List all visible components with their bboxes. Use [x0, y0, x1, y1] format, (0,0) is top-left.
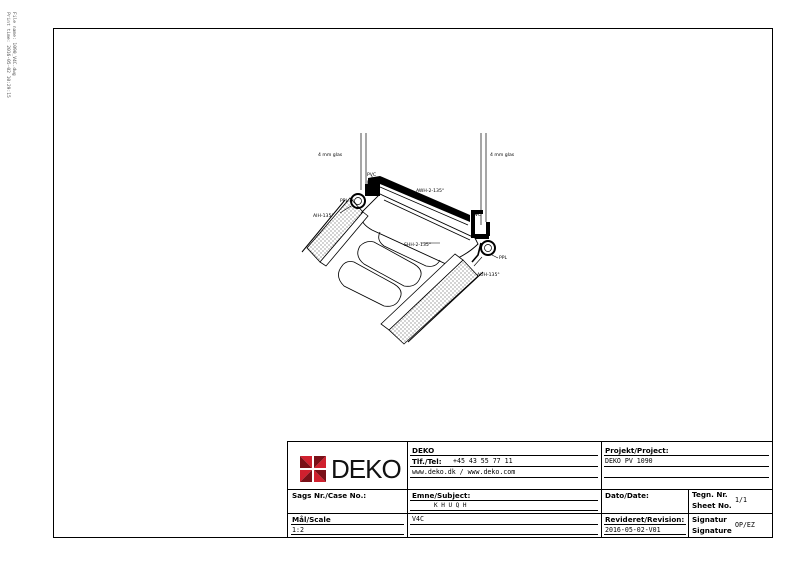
label-ppl-right: PPL	[499, 255, 508, 261]
label-pvc-right: PVC	[472, 212, 481, 218]
tb-rule	[291, 524, 404, 525]
panel-slots	[338, 231, 441, 307]
tb-divider	[601, 442, 602, 538]
deko-logo-icon	[300, 456, 326, 482]
case-label: Sags Nr./Case No.:	[292, 491, 367, 500]
logo-wordmark: DEKO	[331, 454, 402, 484]
label-awh: AWH-2-135°	[416, 188, 444, 194]
subject-value: K H U Q H	[434, 502, 467, 509]
leader-lines	[339, 176, 499, 267]
revision-value: 2016-05-02-V01	[605, 526, 661, 534]
tb-rule	[410, 455, 598, 456]
label-auh: AUH-135°	[477, 272, 500, 278]
date-label: Dato/Date:	[605, 491, 649, 500]
label-ppl-left: PPL	[340, 198, 349, 204]
label-shh: SHH-2-135°	[404, 242, 431, 248]
signature-label-1: Signatur	[692, 515, 727, 524]
project-label: Projekt/Project:	[605, 446, 669, 455]
tb-rule	[410, 524, 598, 525]
sheet-label-2: Sheet No.	[692, 501, 732, 510]
label-glass-left: 4 mm glas	[318, 152, 343, 158]
tb-divider	[288, 489, 772, 490]
tb-rule	[410, 510, 598, 511]
tb-rule	[604, 524, 686, 525]
panel-right	[380, 253, 484, 345]
panel-left	[301, 197, 369, 267]
sheet-label-1: Tegn. Nr.	[692, 490, 728, 499]
profile-awh	[365, 176, 470, 226]
phone-label: Tlf./Tel:	[412, 457, 442, 466]
glass-left	[360, 133, 367, 190]
deko-logo: DEKO	[298, 454, 410, 484]
tb-rule	[604, 455, 769, 456]
glass-right	[480, 133, 487, 225]
subject-label: Emne/Subject:	[412, 491, 471, 500]
signature-label-2: Signature	[692, 526, 732, 535]
scale-label: Mål/Scale	[292, 515, 331, 524]
tb-divider	[288, 513, 772, 514]
tb-rule	[604, 534, 686, 535]
label-pvc-left: PVC	[367, 172, 376, 178]
label-glass-right: 4 mm glas	[490, 152, 515, 158]
variant-value: V4C	[412, 515, 424, 523]
title-block: DEKO DEKO Tlf./Tel: +45 43 55 77 11 www.…	[287, 441, 773, 538]
scale-value: 1:2	[292, 526, 304, 534]
tb-rule	[410, 500, 598, 501]
label-p-right: P	[472, 225, 475, 231]
tb-rule	[604, 466, 769, 467]
tb-rule	[410, 477, 598, 478]
tb-rule	[604, 477, 769, 478]
tb-rule	[410, 466, 598, 467]
tb-rule	[410, 534, 598, 535]
label-p-left: P	[367, 180, 370, 186]
phone-value: +45 43 55 77 11	[453, 457, 513, 465]
tb-rule	[291, 534, 404, 535]
profile-right-clamp	[471, 210, 490, 239]
project-value: DEKO PV 1090	[605, 457, 653, 465]
signature-value: OP/EZ	[735, 521, 755, 529]
company-web: www.deko.dk / www.deko.com	[412, 468, 516, 476]
gasket-right	[471, 240, 496, 263]
company-name: DEKO	[412, 446, 435, 455]
revision-label: Revideret/Revision:	[605, 515, 685, 524]
tb-divider	[407, 442, 408, 538]
sheet-value: 1/1	[735, 496, 747, 504]
label-aih: AIH-135°	[313, 213, 334, 219]
